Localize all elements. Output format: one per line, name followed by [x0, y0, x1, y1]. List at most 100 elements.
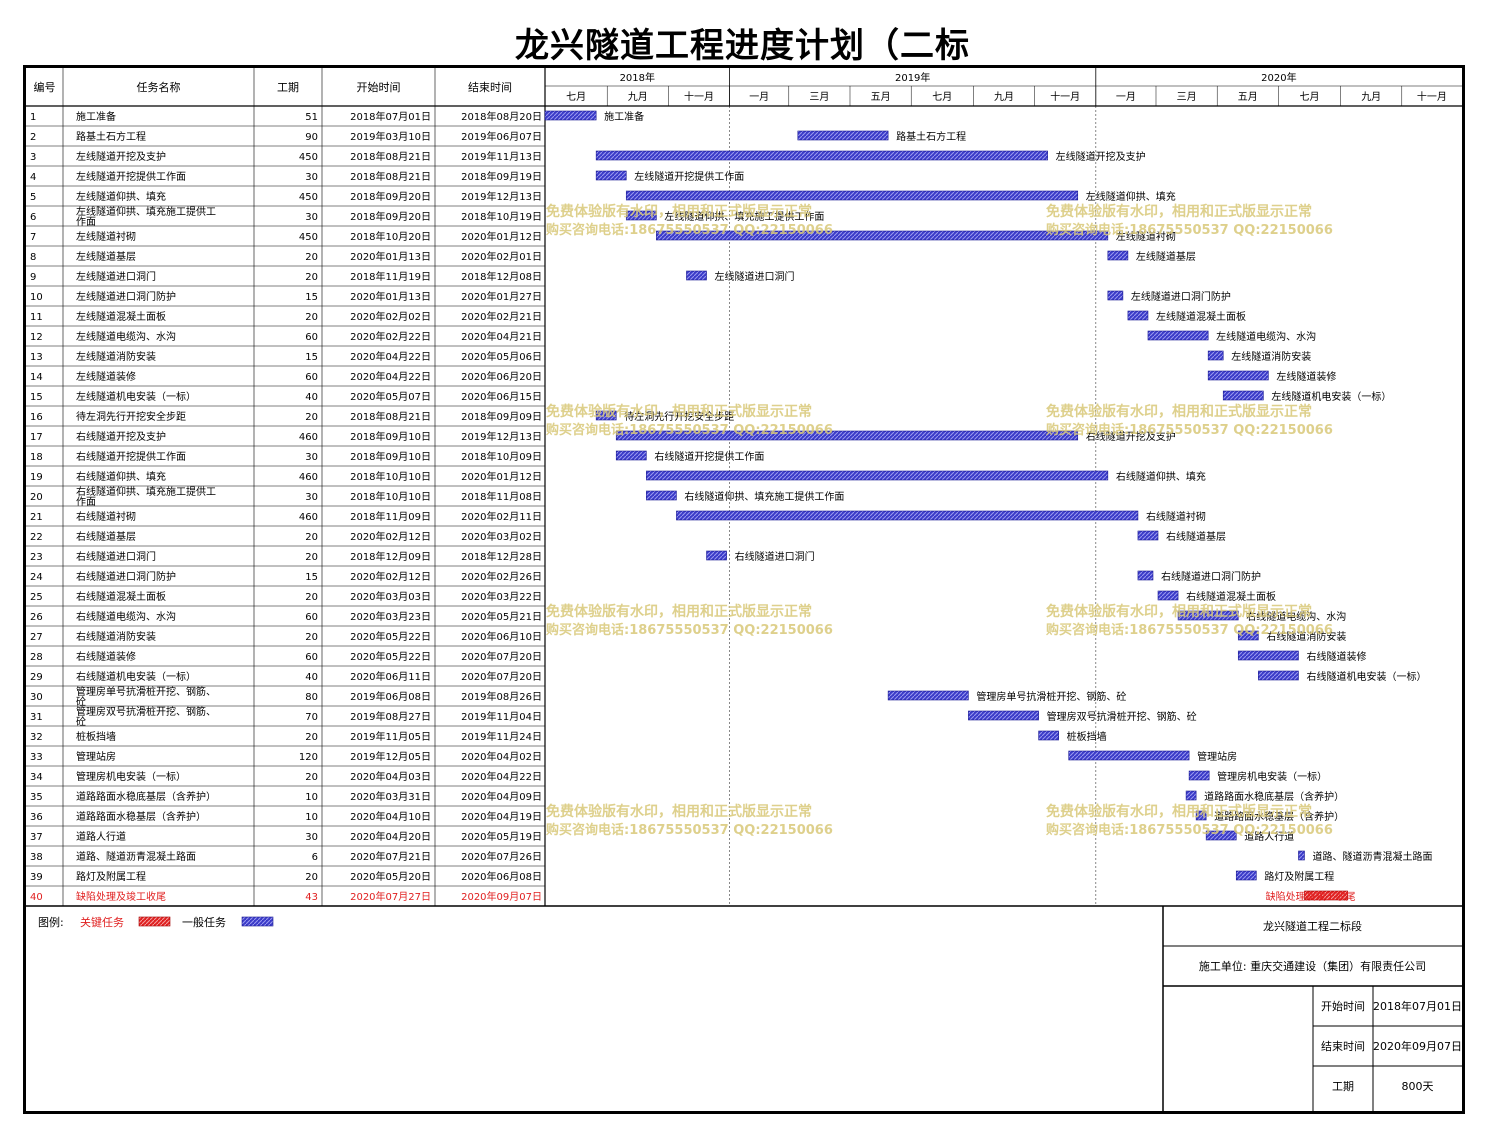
gantt-bar-label: 施工准备	[604, 110, 644, 123]
task-name: 右线隧道装修	[76, 650, 136, 663]
gantt-bar	[1107, 250, 1129, 261]
task-end: 2020年01月12日	[461, 230, 542, 243]
task-name: 右线隧道机电安装（一标）	[76, 670, 196, 683]
gantt-bar	[1068, 750, 1190, 761]
task-id: 29	[30, 672, 43, 683]
month-label: 五月	[1238, 91, 1258, 103]
task-duration: 460	[299, 432, 318, 443]
task-id: 38	[30, 852, 43, 863]
gantt-bar	[706, 550, 727, 561]
task-end: 2020年06月20日	[461, 370, 542, 383]
duration-label: 工期	[1332, 1080, 1354, 1093]
col-header-id: 编号	[34, 80, 56, 94]
task-start: 2020年05月20日	[350, 870, 431, 883]
gantt-bar	[1107, 290, 1124, 301]
task-name: 管理房单号抗滑桩开挖、钢筋、	[76, 685, 216, 698]
project-name: 龙兴隧道工程二标段	[1263, 919, 1362, 933]
task-id: 39	[30, 872, 43, 883]
gantt-bar-label: 左线隧道进口洞门防护	[1131, 290, 1231, 303]
task-duration: 60	[305, 612, 318, 623]
task-id: 5	[30, 192, 36, 203]
gantt-bar-label: 左线隧道基层	[1136, 250, 1196, 263]
task-duration: 20	[305, 412, 318, 423]
task-start: 2020年03月23日	[350, 610, 431, 623]
watermark-line2: 购买咨询电话:18675550537 QQ:22150066	[546, 422, 833, 438]
gantt-bar-label: 路灯及附属工程	[1264, 870, 1334, 883]
task-duration: 120	[299, 752, 318, 763]
task-duration: 20	[305, 552, 318, 563]
task-end: 2020年01月12日	[461, 470, 542, 483]
task-name: 道路路面水稳基层（含养护）	[76, 810, 206, 823]
task-id: 32	[30, 732, 43, 743]
task-end: 2019年11月24日	[461, 730, 542, 743]
task-name: 道路路面水稳底基层（含养护）	[76, 790, 216, 803]
task-duration: 20	[305, 872, 318, 883]
gantt-bar-label: 左线隧道衬砌	[1116, 230, 1176, 243]
watermark-line2: 购买咨询电话:18675550537 QQ:22150066	[1046, 422, 1333, 438]
task-start: 2020年06月11日	[350, 670, 431, 683]
task-duration: 20	[305, 312, 318, 323]
task-start: 2018年10月10日	[350, 470, 431, 483]
task-name-cont: 砼	[76, 695, 86, 708]
task-name-cont: 砼	[76, 715, 86, 728]
task-end: 2020年02月21日	[461, 310, 542, 323]
watermark-line1: 免费体验版有水印，相用和正式版显示正常	[546, 603, 812, 620]
task-name: 右线隧道仰拱、填充	[76, 470, 166, 483]
legend-normal-label: 一般任务	[182, 916, 226, 929]
task-duration: 20	[305, 772, 318, 783]
gantt-bar	[1235, 870, 1257, 881]
task-start: 2018年09月10日	[350, 450, 431, 463]
task-start: 2020年04月22日	[350, 350, 431, 363]
month-label: 九月	[628, 91, 648, 103]
task-id: 35	[30, 792, 43, 803]
task-end: 2018年08月20日	[461, 110, 542, 123]
year-label: 2020年	[1261, 71, 1296, 84]
gantt-bar	[656, 230, 1109, 241]
gantt-bar-label: 右线隧道开挖提供工作面	[654, 450, 764, 463]
task-duration: 460	[299, 512, 318, 523]
task-end: 2018年10月19日	[461, 210, 542, 223]
task-end: 2020年04月02日	[461, 750, 542, 763]
task-end: 2020年07月20日	[461, 650, 542, 663]
task-start: 2020年04月22日	[350, 370, 431, 383]
task-end: 2020年02月26日	[461, 570, 542, 583]
gantt-bar	[686, 270, 707, 281]
gantt-bar	[1177, 610, 1239, 621]
task-duration: 60	[305, 652, 318, 663]
gantt-bar-label: 右线隧道机电安装（一标）	[1306, 670, 1426, 683]
task-start: 2019年08月27日	[350, 710, 431, 723]
gantt-bar	[595, 150, 1048, 161]
gantt-bar-label: 左线隧道混凝土面板	[1156, 310, 1246, 323]
month-label: 三月	[1177, 91, 1197, 103]
end-time-value: 2020年09月07日	[1373, 1039, 1462, 1053]
task-start: 2020年02月02日	[350, 310, 431, 323]
gantt-bar	[1195, 810, 1207, 821]
month-label: 七月	[566, 91, 586, 103]
start-time-label: 开始时间	[1321, 999, 1365, 1013]
gantt-bar-label: 左线隧道装修	[1276, 370, 1336, 383]
task-start: 2019年11月05日	[350, 730, 431, 743]
gantt-bar-label: 管理站房	[1197, 750, 1237, 763]
task-id: 13	[30, 352, 43, 363]
task-id: 34	[30, 772, 43, 783]
task-end: 2019年12月13日	[461, 190, 542, 203]
